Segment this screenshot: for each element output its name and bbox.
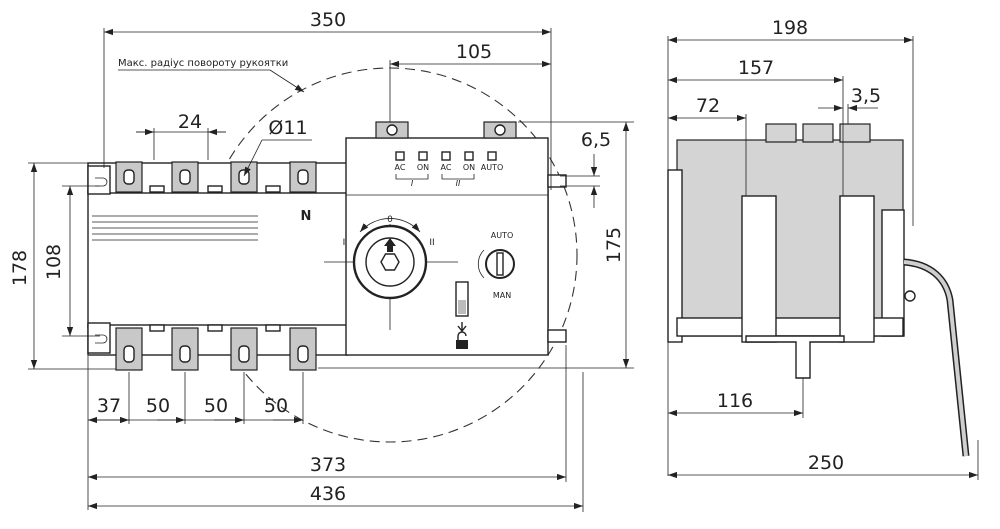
- dim-hole: Ø11: [268, 117, 307, 139]
- terminal-hole: [123, 345, 135, 363]
- terminal-hole: [297, 169, 309, 185]
- led-on-2-label: ON: [463, 163, 475, 172]
- dim-350: 350: [310, 9, 346, 31]
- bottom-terminals: [115, 324, 317, 371]
- terminal-hole: [238, 169, 250, 185]
- left-mount-lug-top: [87, 165, 111, 195]
- dim-72: 72: [696, 95, 720, 117]
- led-on-1: [418, 151, 428, 161]
- side-view: 198 157 72 3,5 116 250: [667, 17, 979, 480]
- dim-116: 116: [717, 390, 753, 412]
- terminal-notch: [265, 185, 281, 193]
- switch-rotation-arc: [359, 218, 421, 233]
- mode-man-label: MAN: [493, 291, 511, 300]
- dim-50-c: 50: [264, 395, 288, 417]
- dim-108: 108: [43, 244, 65, 280]
- terminal-notch: [149, 185, 165, 193]
- group-bracket-1: [395, 174, 429, 180]
- led-ac-2-label: AC: [441, 163, 452, 172]
- lock-down-arrow: [457, 322, 467, 333]
- led-auto-label: AUTO: [481, 163, 504, 172]
- group-2-label: II: [456, 179, 461, 188]
- dim-373: 373: [310, 454, 346, 476]
- main-switch: 0 I II: [324, 215, 458, 330]
- mount-slot-top: [95, 177, 108, 187]
- side-bottom-bracket: [745, 335, 845, 379]
- terminal-notch: [149, 324, 165, 332]
- side-connector-block-2: [802, 123, 834, 143]
- dim-250: 250: [808, 452, 844, 474]
- handle-rod-inner: [903, 260, 968, 457]
- switch-pos-0: 0: [387, 215, 393, 225]
- dim-37: 37: [97, 395, 121, 417]
- terminal-notch: [265, 324, 281, 332]
- mode-auto-label: AUTO: [491, 231, 514, 240]
- dim-3-5: 3,5: [851, 85, 881, 107]
- panel-side-tab: [547, 174, 567, 188]
- terminal-hole: [179, 345, 191, 363]
- connector-plug-socket: [386, 124, 398, 136]
- led-ac-1: [395, 151, 405, 161]
- side-terminal-strip: [839, 195, 875, 343]
- dim-436: 436: [310, 483, 346, 505]
- dim-105: 105: [456, 41, 492, 63]
- mode-selector: AUTO MAN: [477, 231, 515, 300]
- front-view: AC ON AC ON AUTO I II N 0 I II AUTO: [9, 9, 634, 512]
- terminal-notch: [207, 324, 223, 332]
- led-ac-2: [441, 151, 451, 161]
- led-ac-1-label: AC: [395, 163, 406, 172]
- rod-pivot: [904, 290, 916, 302]
- mode-knob-slot: [496, 252, 504, 276]
- lock-slot-fill: [458, 300, 466, 314]
- switch-pos-2: II: [429, 238, 434, 248]
- connector-plug-socket: [494, 124, 506, 136]
- dim-198: 198: [772, 17, 808, 39]
- terminal-notch: [207, 185, 223, 193]
- dim-178: 178: [9, 250, 31, 286]
- terminal-hole: [123, 169, 135, 185]
- side-base-plate: [667, 169, 683, 343]
- mode-arc: [477, 249, 485, 279]
- left-mount-lug-bottom: [87, 322, 111, 354]
- radius-leader-arrow: [269, 69, 305, 93]
- side-terminal-strip: [741, 195, 777, 343]
- led-on-1-label: ON: [417, 163, 429, 172]
- group-bracket-2: [441, 174, 475, 180]
- dim-175: 175: [603, 227, 625, 263]
- side-front-block: [881, 209, 905, 337]
- dim-157: 157: [738, 57, 774, 79]
- indicator-row: AC ON AC ON AUTO I II: [395, 151, 504, 188]
- terminal-hole: [297, 345, 309, 363]
- switch-up-arrow: [384, 238, 396, 252]
- padlock-icon: [456, 331, 468, 349]
- neutral-label: N: [301, 209, 312, 224]
- group-1-label: I: [411, 179, 414, 188]
- hole-leader: [243, 139, 263, 177]
- switch-hex-key: [380, 253, 400, 271]
- terminal-hole: [179, 169, 191, 185]
- dim-6-5: 6,5: [581, 129, 611, 151]
- terminal-hole: [238, 345, 250, 363]
- dim-50-a: 50: [146, 395, 170, 417]
- mount-slot-bottom: [95, 334, 108, 344]
- panel-side-tab: [547, 329, 567, 343]
- side-connector-block-3: [839, 123, 871, 143]
- dim-50-b: 50: [204, 395, 228, 417]
- side-connector-block-1: [765, 123, 797, 143]
- terminal-bottom-3: [230, 327, 258, 371]
- led-on-2: [464, 151, 474, 161]
- switch-pos-1: I: [343, 238, 346, 248]
- led-auto: [487, 151, 497, 161]
- radius-note: Макс. радіус повороту рукоятки: [118, 57, 288, 69]
- dim-24: 24: [178, 111, 202, 133]
